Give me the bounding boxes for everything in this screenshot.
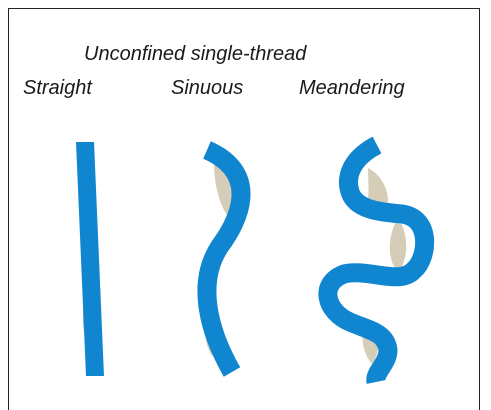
sinuous-channel-body [197,141,251,377]
straight-channel-body [76,142,104,376]
meandering-channel [318,136,434,384]
sinuous-channel [197,141,251,377]
meandering-label: Meandering [299,77,405,99]
straight-channel [76,142,104,376]
figure-heading: Unconfined single-thread [84,43,307,65]
sinuous-label: Sinuous [171,77,244,99]
straight-label: Straight [23,77,92,99]
sinuous-point-bar-upper [214,162,235,216]
meandering-channel-body [318,136,434,384]
meandering-point-bar-middle [389,218,407,272]
